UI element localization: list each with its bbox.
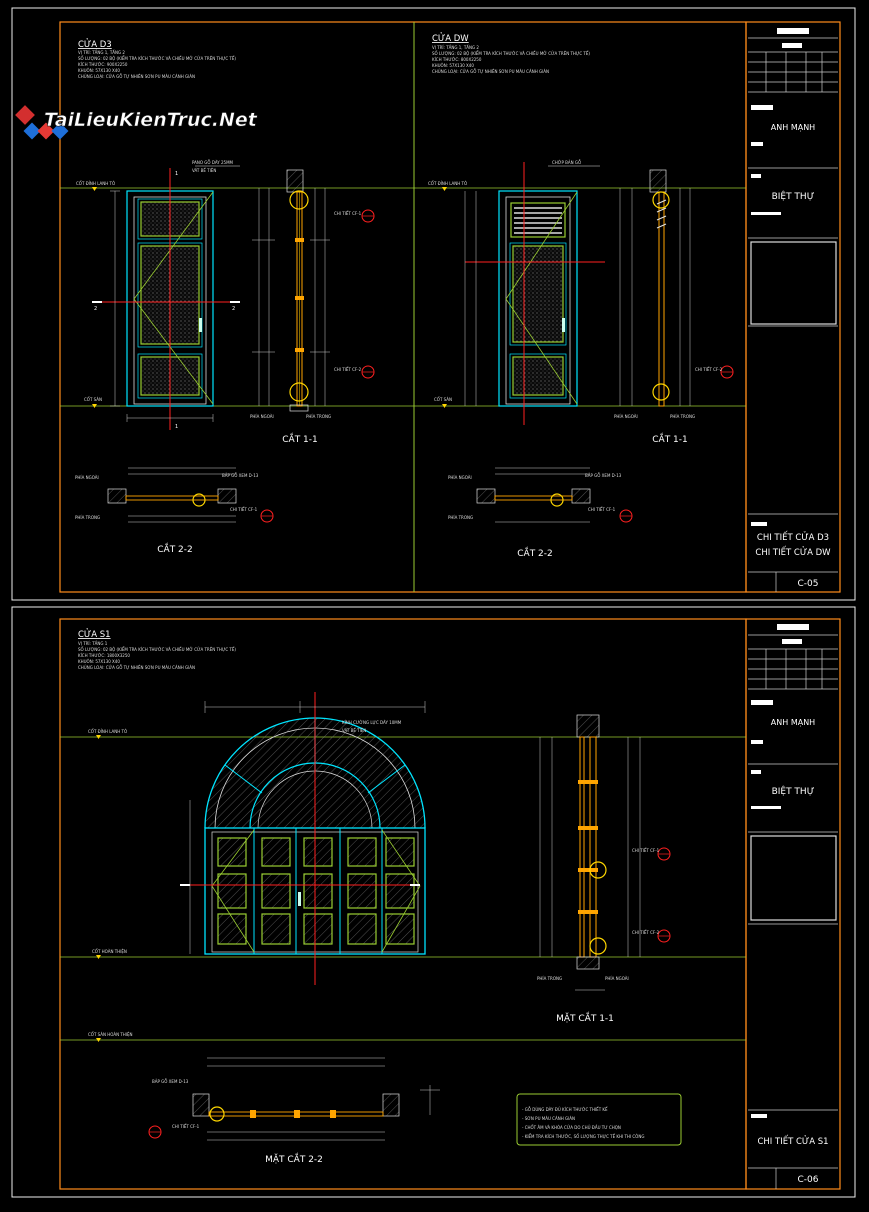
svg-text:KÍCH THƯỚC: 800X2250: KÍCH THƯỚC: 800X2250 — [432, 57, 482, 62]
svg-text:CHỦNG LOẠI: CỬA GỖ TỰ NHIÊN SƠ: CHỦNG LOẠI: CỬA GỖ TỰ NHIÊN SƠN PU MÀU C… — [78, 665, 195, 670]
sheet2-border — [11, 606, 856, 1198]
svg-text:CHI TIẾT CF-2: CHI TIẾT CF-2 — [695, 366, 723, 372]
svg-text:KHUÔN: 57X130 X40: KHUÔN: 57X130 X40 — [78, 68, 120, 73]
svg-text:CHỦNG LOẠI: CỬA GỖ TỰ NHIÊN SƠ: CHỦNG LOẠI: CỬA GỖ TỰ NHIÊN SƠN PU MÀU C… — [78, 74, 195, 79]
sheet1: ANH MẠNH BIỆT THỰ CHI TIẾT CỬA D3 CHI TI… — [59, 21, 841, 593]
s1-plan-22: CHI TIẾT CF-1 BẢP GỖ XEM D-13 MẶT CẮT 2-… — [148, 1057, 440, 1165]
tb2-title: CHI TIẾT CỬA S1 — [757, 1135, 828, 1147]
svg-text:PANO GỖ DÀY 25MM: PANO GỖ DÀY 25MM — [192, 160, 234, 165]
svg-text:PHÍA TRONG: PHÍA TRONG — [75, 515, 100, 520]
tb1-project: BIỆT THỰ — [772, 190, 815, 202]
tb2-designer: ANH MẠNH — [771, 718, 815, 728]
svg-text:CỐT ĐỈNH LANH TÔ: CỐT ĐỈNH LANH TÔ — [88, 729, 127, 734]
s1-title: CỬA S1 — [78, 628, 111, 640]
svg-text:SỐ LƯỢNG: 02 BỘ (KIỂM TRA KÍCH: SỐ LƯỢNG: 02 BỘ (KIỂM TRA KÍCH THƯỚC VÀ … — [432, 50, 590, 56]
dw-plan-22: PHÍA NGOÀI PHÍA TRONG BẢP GỖ XEM D-13 CH… — [448, 467, 633, 559]
svg-text:VỊ TRÍ: TẦNG 1: VỊ TRÍ: TẦNG 1 — [78, 641, 108, 646]
svg-text:KÍNH CƯỜNG LỰC DÀY 10MM: KÍNH CƯỜNG LỰC DÀY 10MM — [342, 720, 402, 725]
svg-text:KÍCH THƯỚC: 1800X3250: KÍCH THƯỚC: 1800X3250 — [78, 653, 130, 658]
svg-text:CHI TIẾT CF-1: CHI TIẾT CF-1 — [172, 1123, 200, 1129]
watermark-text: TaiLieuKienTruc.Net — [44, 109, 258, 131]
svg-text:CỐT ĐỈNH LANH TÔ: CỐT ĐỈNH LANH TÔ — [428, 181, 467, 186]
d3-plan-22: PHÍA NGOÀI PHÍA TRONG BẢP GỖ XEM D-13 CH… — [75, 467, 274, 555]
svg-text:CHI TIẾT CF-1: CHI TIẾT CF-1 — [632, 847, 660, 853]
svg-text:CỐT SÀN: CỐT SÀN — [434, 397, 452, 402]
svg-text:PHÍA NGOÀI: PHÍA NGOÀI — [75, 475, 99, 480]
s1-section-22-label: MẶT CẮT 2-2 — [265, 1152, 323, 1165]
svg-text:- KIỂM TRA KÍCH THƯỚC, SỐ LƯỢN: - KIỂM TRA KÍCH THƯỚC, SỐ LƯỢNG THỰC TẾ … — [522, 1133, 644, 1139]
svg-text:BẢP GỖ XEM D-13: BẢP GỖ XEM D-13 — [152, 1079, 189, 1084]
svg-text:KHUÔN: 57X130 X40: KHUÔN: 57X130 X40 — [432, 63, 474, 68]
svg-text:CHI TIẾT CF-1: CHI TIẾT CF-1 — [230, 506, 258, 512]
tb1-title-1: CHI TIẾT CỬA D3 — [757, 531, 829, 543]
dw-section-11: CẮT 1-1 — [652, 432, 688, 445]
door-dw: CỬA DW VỊ TRÍ: TẦNG 1, TẦNG 2 SỐ LƯỢNG: … — [428, 32, 734, 559]
svg-text:- CHỐT ÂM VÀ KHÓA CỬA DO CHỦ Đ: - CHỐT ÂM VÀ KHÓA CỬA DO CHỦ ĐẦU TƯ CHỌN — [522, 1125, 621, 1130]
s1-elevation: KÍNH CƯỜNG LỰC DÀY 10MM VÁT BỀ TIÊN — [180, 692, 426, 985]
svg-text:VỊ TRÍ: TẦNG 1, TẦNG 2: VỊ TRÍ: TẦNG 1, TẦNG 2 — [432, 45, 479, 50]
svg-text:SỐ LƯỢNG: 02 BỘ (KIỂM TRA KÍCH: SỐ LƯỢNG: 02 BỘ (KIỂM TRA KÍCH THƯỚC VÀ … — [78, 55, 236, 61]
svg-text:2: 2 — [232, 306, 235, 312]
svg-text:PHÍA NGOÀI: PHÍA NGOÀI — [448, 475, 472, 480]
svg-text:PHÍA TRONG: PHÍA TRONG — [537, 976, 562, 981]
d3-section-11: CẮT 1-1 — [282, 432, 318, 445]
door-d3: CỬA D3 VỊ TRÍ: TẦNG 1, TẦNG 2 SỐ LƯỢNG: … — [75, 38, 375, 555]
d3-section-22: CẮT 2-2 — [157, 542, 193, 555]
svg-text:SỐ LƯỢNG: 02 BỘ (KIỂM TRA KÍCH: SỐ LƯỢNG: 02 BỘ (KIỂM TRA KÍCH THƯỚC VÀ … — [78, 646, 236, 652]
svg-text:CHỚP BẢN GỖ: CHỚP BẢN GỖ — [552, 160, 581, 165]
tb1-sheet-no: C-05 — [798, 579, 819, 589]
svg-text:BẢP GỖ XEM D-13: BẢP GỖ XEM D-13 — [585, 473, 622, 478]
s1-section-11-label: MẶT CẮT 1-1 — [556, 1011, 614, 1024]
svg-text:VỊ TRÍ: TẦNG 1, TẦNG 2: VỊ TRÍ: TẦNG 1, TẦNG 2 — [78, 50, 125, 55]
svg-text:PHÍA NGOÀI: PHÍA NGOÀI — [614, 414, 638, 419]
svg-text:PHÍA TRONG: PHÍA TRONG — [448, 515, 473, 520]
svg-text:PHÍA TRONG: PHÍA TRONG — [670, 414, 695, 419]
svg-text:KHUÔN: 57X130 X40: KHUÔN: 57X130 X40 — [78, 659, 120, 664]
svg-text:- GỖ DÙNG DÀY ĐỦ KÍCH THƯỚC TH: - GỖ DÙNG DÀY ĐỦ KÍCH THƯỚC THIẾT KẾ — [522, 1106, 608, 1112]
svg-text:CỐT ĐỈNH LANH TÔ: CỐT ĐỈNH LANH TÔ — [76, 181, 115, 186]
svg-text:CHI TIẾT CF-2: CHI TIẾT CF-2 — [632, 929, 660, 935]
svg-text:PHÍA TRONG: PHÍA TRONG — [306, 414, 331, 419]
svg-text:PHÍA NGOÀI: PHÍA NGOÀI — [250, 414, 274, 419]
svg-text:CỐT HOÀN THIỆN: CỐT HOÀN THIỆN — [92, 949, 127, 954]
svg-text:CHI TIẾT CF-1: CHI TIẾT CF-1 — [588, 506, 616, 512]
watermark-logo: TaiLieuKienTruc.Net — [15, 105, 258, 140]
tb1-title-2: CHI TIẾT CỬA DW — [755, 546, 831, 558]
sheet1-border — [11, 7, 856, 601]
svg-text:CỐT SÀN: CỐT SÀN — [84, 397, 102, 402]
dw-title: CỬA DW — [432, 32, 469, 44]
svg-text:PHÍA NGOÀI: PHÍA NGOÀI — [605, 976, 629, 981]
dw-section-22: CẮT 2-2 — [517, 546, 553, 559]
svg-text:VÁT BỀ TIÊN: VÁT BỀ TIÊN — [342, 728, 366, 733]
s1-section-11: CHI TIẾT CF-1 CHI TIẾT CF-2 PHÍA TRONG P… — [537, 714, 671, 1024]
svg-text:KÍCH THƯỚC: 900X2250: KÍCH THƯỚC: 900X2250 — [78, 62, 128, 67]
svg-text:BẢP GỖ XEM D-13: BẢP GỖ XEM D-13 — [222, 473, 259, 478]
svg-text:CỐT SÀN HOÀN THIỆN: CỐT SÀN HOÀN THIỆN — [88, 1032, 133, 1037]
svg-text:CHI TIẾT CF-1: CHI TIẾT CF-1 — [334, 210, 362, 216]
tb1-designer: ANH MẠNH — [771, 123, 815, 133]
svg-text:2: 2 — [94, 306, 97, 312]
svg-text:- SƠN PU MÀU CÁNH GIÁN: - SƠN PU MÀU CÁNH GIÁN — [522, 1116, 575, 1121]
tb2-sheet-no: C-06 — [798, 1175, 819, 1185]
svg-text:1: 1 — [175, 171, 178, 177]
svg-text:CHI TIẾT CF-2: CHI TIẾT CF-2 — [334, 366, 362, 372]
notes-legend: - GỖ DÙNG DÀY ĐỦ KÍCH THƯỚC THIẾT KẾ - S… — [516, 1093, 682, 1146]
svg-text:1: 1 — [175, 424, 178, 430]
d3-title: CỬA D3 — [78, 38, 112, 50]
svg-text:CHỦNG LOẠI: CỬA GỖ TỰ NHIÊN SƠ: CHỦNG LOẠI: CỬA GỖ TỰ NHIÊN SƠN PU MÀU C… — [432, 69, 549, 74]
tb2-project: BIỆT THỰ — [772, 785, 815, 797]
svg-text:VÁT BỀ TIÊN: VÁT BỀ TIÊN — [192, 168, 216, 173]
sheet2: ANH MẠNH BIỆT THỰ CHI TIẾT CỬA S1 C-06 C… — [59, 618, 841, 1190]
